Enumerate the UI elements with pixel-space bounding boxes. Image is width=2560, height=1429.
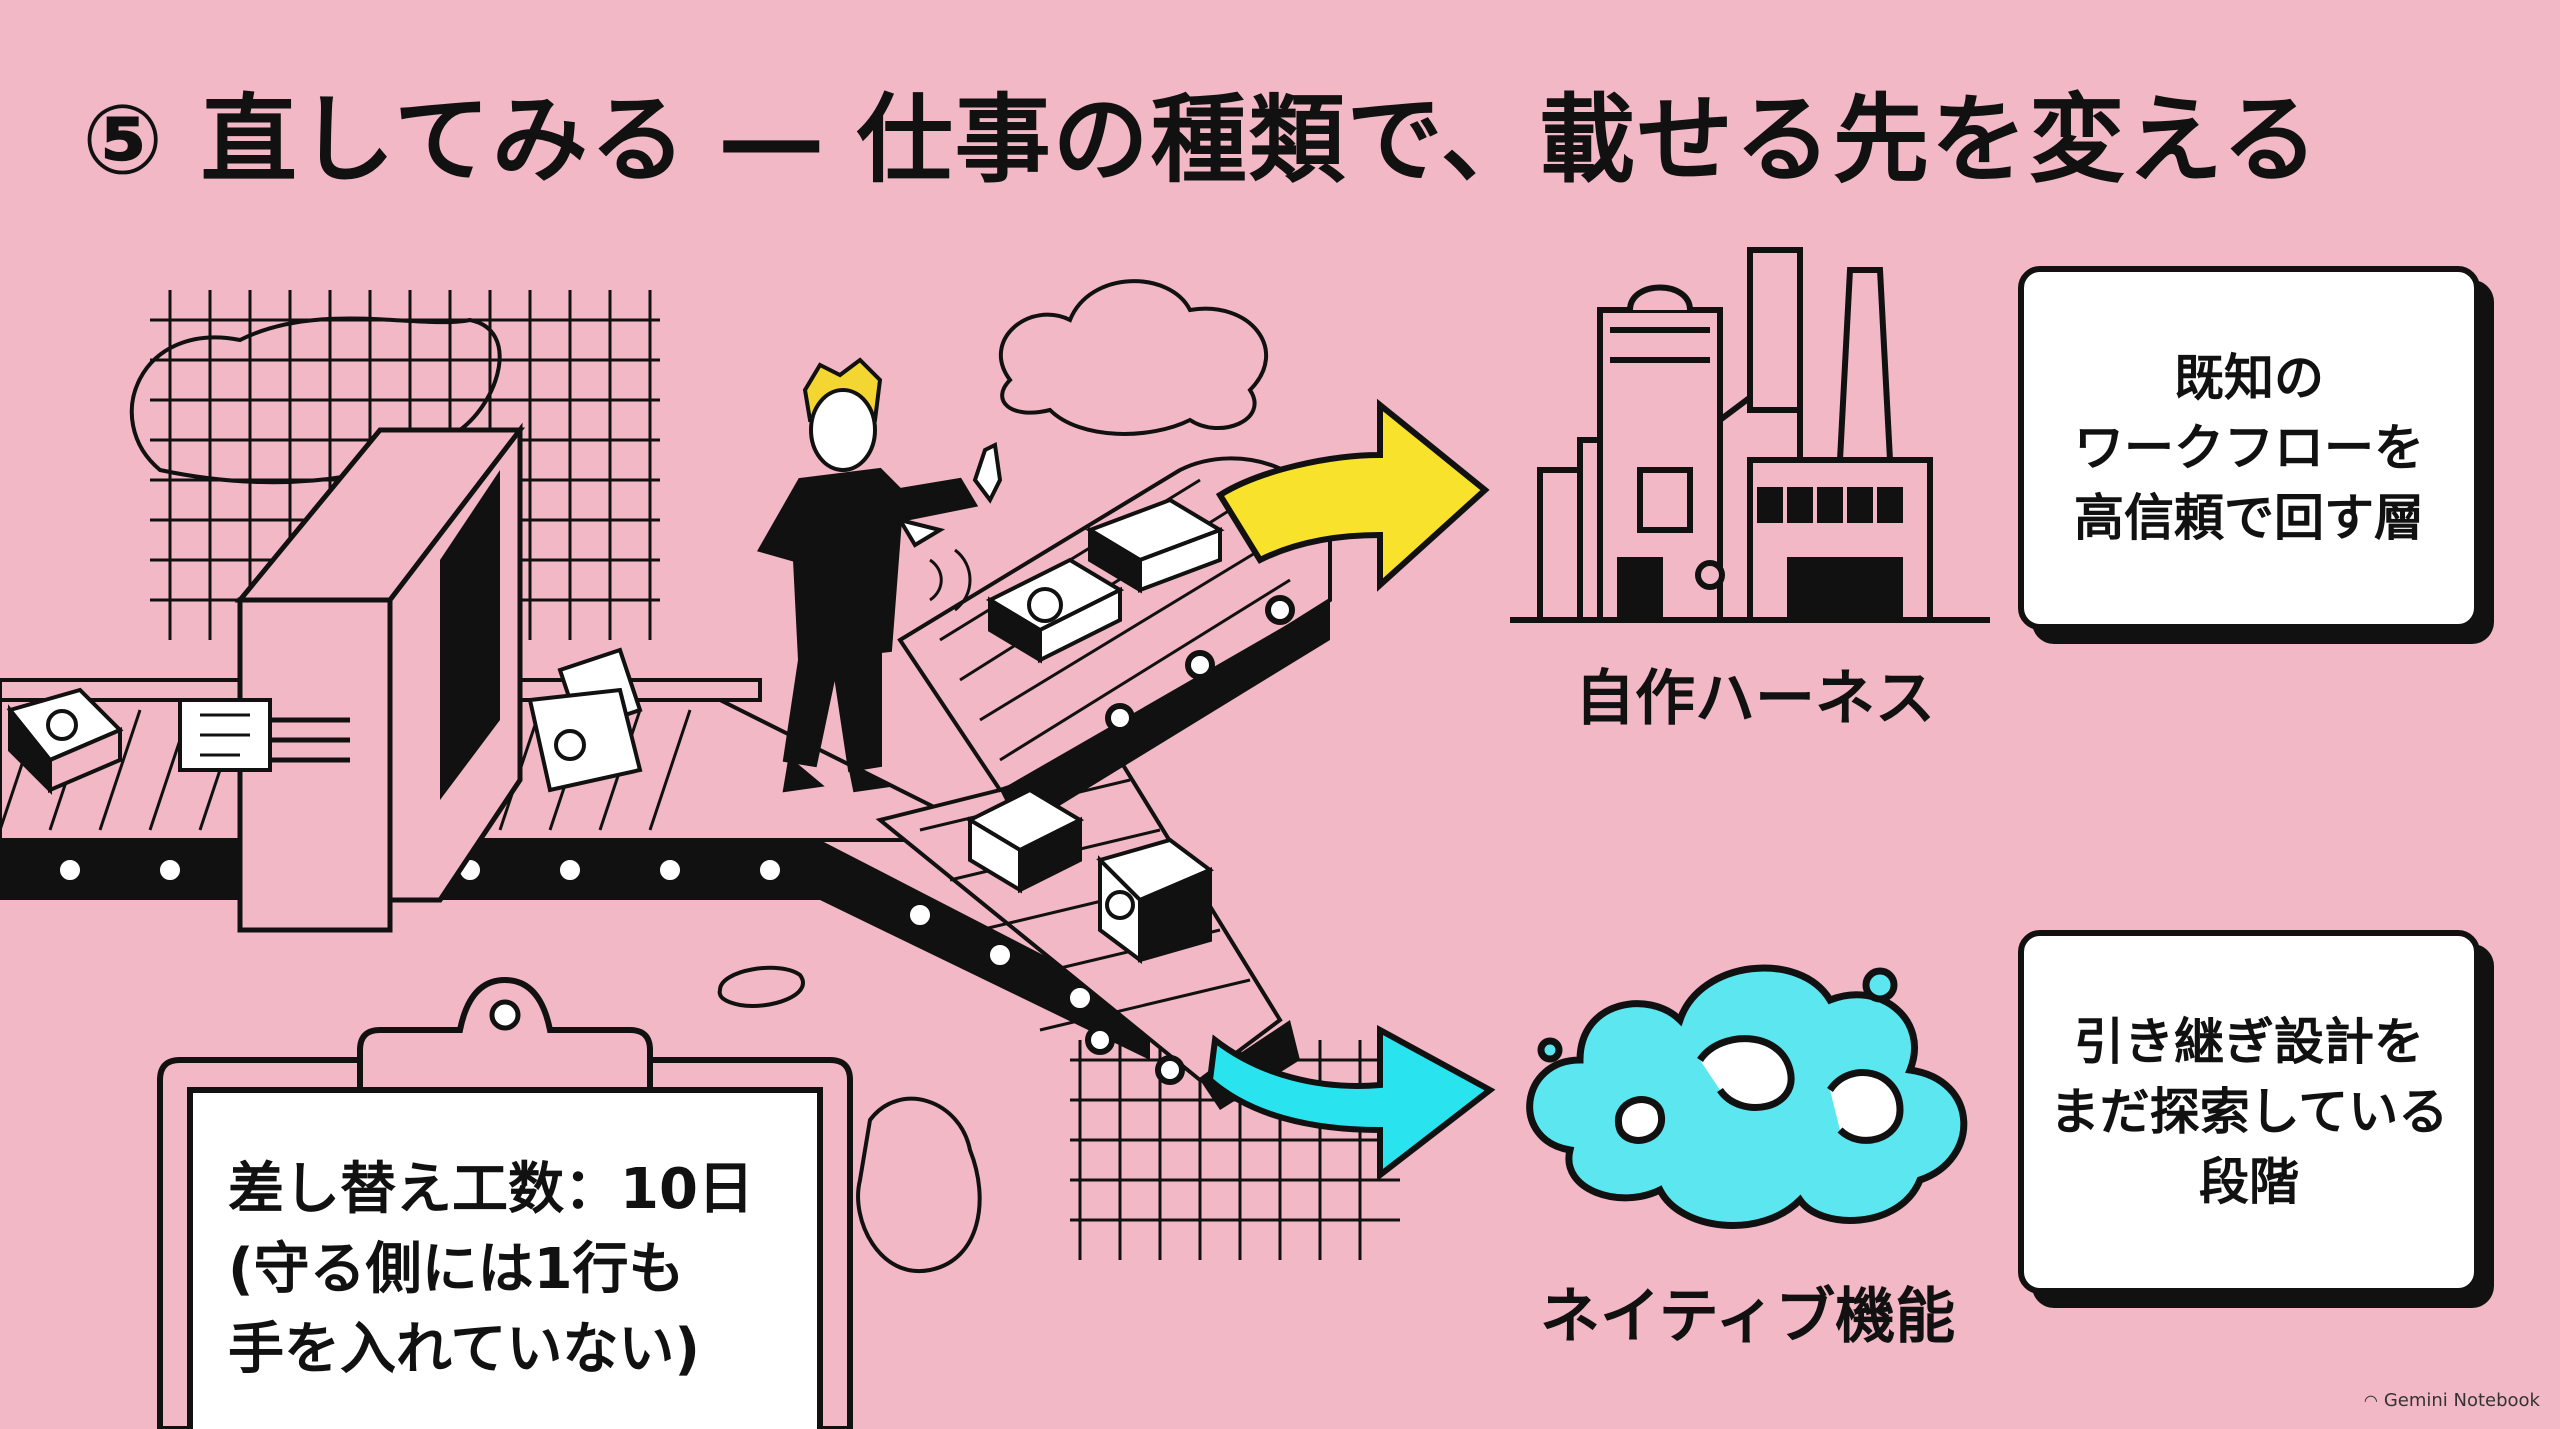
blob-small xyxy=(717,965,805,1008)
package-gear-left xyxy=(6,687,124,795)
cloud-label: ネイティブ機能 xyxy=(1540,1282,1956,1352)
worker-figure xyxy=(756,357,1003,793)
package-lower-1 xyxy=(965,787,1085,894)
cloud-description-card: 引き継ぎ設計を まだ探索している 段階 xyxy=(2018,930,2480,1294)
factory-icon xyxy=(1510,247,1990,623)
package-doc-left xyxy=(178,698,272,772)
arrow-yellow xyxy=(1215,398,1490,592)
package-gear-basket xyxy=(527,647,643,793)
clipboard-icon xyxy=(157,976,853,1429)
brand-watermark: ◠ Gemini Notebook xyxy=(2364,1390,2540,1411)
brand-label: Gemini Notebook xyxy=(2383,1390,2540,1411)
arrow-cyan xyxy=(1206,1024,1496,1182)
package-upper-2 xyxy=(1085,497,1225,594)
package-lower-2 xyxy=(1096,837,1214,964)
cloud-outline xyxy=(998,279,1269,436)
blob-outline-bottom xyxy=(856,1096,982,1274)
factory-description-card: 既知の ワークフローを 高信頼で回す層 xyxy=(2018,266,2480,630)
cloud-icon xyxy=(1526,964,1968,1229)
package-upper-1 xyxy=(985,557,1125,664)
clipboard-note: 差し替え工数：10日 (守る側には1行も 手を入れていない) xyxy=(228,1157,754,1382)
page-title: ⑤ 直してみる ― 仕事の種類で、載せる先を変える xyxy=(82,84,2320,196)
factory-label: 自作ハーネス xyxy=(1575,664,1935,734)
brand-logo-icon: ◠ xyxy=(2363,1391,2378,1410)
